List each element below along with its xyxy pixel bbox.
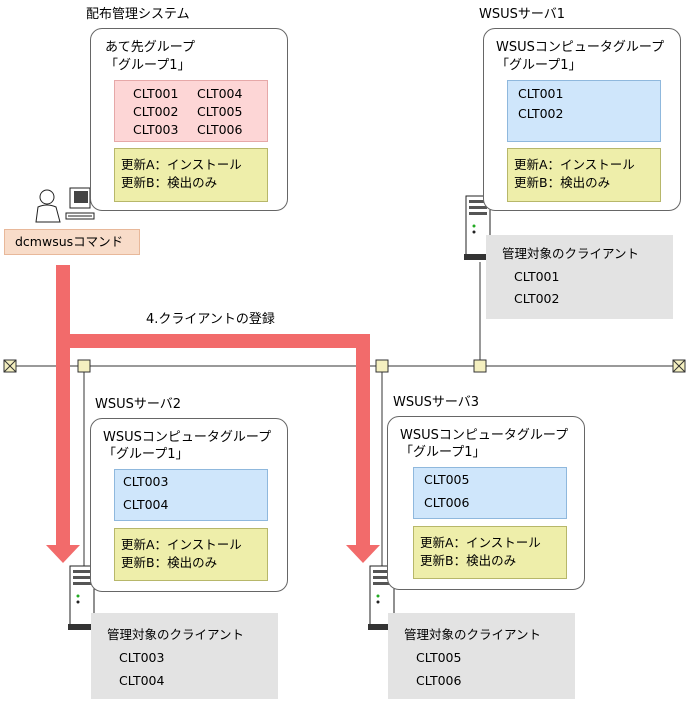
update-a-label: 更新A：インストール: [514, 157, 635, 172]
group-name: 「グループ1」: [400, 445, 486, 460]
client-id: CLT006: [197, 122, 243, 137]
client-id: CLT003: [123, 474, 169, 489]
update-a-label: 更新A：インストール: [121, 537, 242, 552]
client-id: CLT002: [133, 104, 179, 119]
client-id: CLT006: [416, 673, 462, 688]
network-node-icon: [375, 359, 389, 373]
computer-group-panel: WSUSコンピュータグループ 「グループ1」 CLT003 CLT004 更新A…: [90, 418, 288, 592]
update-a-label: 更新A：インストール: [420, 535, 541, 550]
dist-system-title: 配布管理システム: [86, 7, 190, 22]
client-id: CLT004: [119, 673, 165, 688]
update-b-label: 更新B：検出のみ: [121, 555, 218, 570]
network-node-icon: [77, 359, 91, 373]
client-id: CLT002: [518, 106, 564, 121]
managed-clients-box: 管理対象のクライアント CLT003 CLT004: [91, 613, 278, 699]
computer-group-panel: WSUSコンピュータグループ 「グループ1」 CLT001 CLT002 更新A…: [483, 28, 681, 211]
client-id: CLT001: [518, 86, 564, 101]
group-name: 「グループ1」: [105, 58, 191, 73]
client-id: CLT002: [514, 291, 560, 306]
managed-clients-box: 管理対象のクライアント CLT001 CLT002: [486, 235, 673, 319]
update-b-label: 更新B：検出のみ: [514, 175, 611, 190]
client-list-box: CLT003 CLT004: [114, 469, 268, 521]
registration-arrows: [46, 265, 380, 563]
client-list-box: CLT001 CLT002: [507, 80, 661, 142]
managed-clients-box: 管理対象のクライアント CLT005 CLT006: [388, 613, 575, 699]
network-terminator-icon-right: [672, 359, 686, 373]
network-node-icon: [473, 359, 487, 373]
client-id: CLT005: [416, 650, 462, 665]
server-name: WSUSサーバ2: [95, 397, 182, 412]
person-at-computer-icon: [35, 187, 95, 223]
managed-title: 管理対象のクライアント: [107, 627, 245, 642]
update-settings-box: 更新A：インストール 更新B：検出のみ: [507, 148, 661, 202]
update-settings-box: 更新A：インストール 更新B：検出のみ: [114, 528, 268, 581]
arrow-label: 4.クライアントの登録: [146, 312, 275, 327]
server-name: WSUSサーバ3: [393, 395, 480, 410]
client-id: CLT006: [424, 495, 470, 510]
client-list-box: CLT001 CLT002 CLT003 CLT004 CLT005 CLT00…: [114, 80, 268, 142]
network-terminator-icon-left: [3, 359, 17, 373]
client-id: CLT001: [133, 86, 179, 101]
computer-group-panel: WSUSコンピュータグループ 「グループ1」 CLT005 CLT006 更新A…: [387, 416, 585, 590]
managed-title: 管理対象のクライアント: [502, 246, 640, 261]
update-b-label: 更新B：検出のみ: [121, 175, 218, 190]
command-label: dcmwsusコマンド: [15, 234, 124, 249]
client-id: CLT003: [133, 122, 179, 137]
command-box: dcmwsusコマンド: [4, 229, 140, 255]
client-id: CLT005: [424, 472, 470, 487]
server-name: WSUSサーバ1: [479, 7, 566, 22]
group-name: 「グループ1」: [103, 447, 189, 462]
group-heading: WSUSコンピュータグループ: [496, 40, 665, 55]
group-name: 「グループ1」: [496, 58, 582, 73]
managed-title: 管理対象のクライアント: [404, 627, 542, 642]
group-heading: WSUSコンピュータグループ: [103, 430, 272, 445]
client-id: CLT004: [123, 497, 169, 512]
client-id: CLT003: [119, 650, 165, 665]
client-id: CLT005: [197, 104, 243, 119]
client-id: CLT004: [197, 86, 243, 101]
group-heading: あて先グループ: [105, 40, 195, 55]
update-settings-box: 更新A：インストール 更新B：検出のみ: [413, 526, 567, 579]
update-settings-box: 更新A：インストール 更新B：検出のみ: [114, 148, 268, 202]
client-list-box: CLT005 CLT006: [413, 467, 567, 519]
update-a-label: 更新A：インストール: [121, 157, 242, 172]
group-heading: WSUSコンピュータグループ: [400, 428, 569, 443]
client-id: CLT001: [514, 269, 560, 284]
update-b-label: 更新B：検出のみ: [420, 553, 517, 568]
destination-group-panel: あて先グループ 「グループ1」 CLT001 CLT002 CLT003 CLT…: [90, 28, 288, 211]
